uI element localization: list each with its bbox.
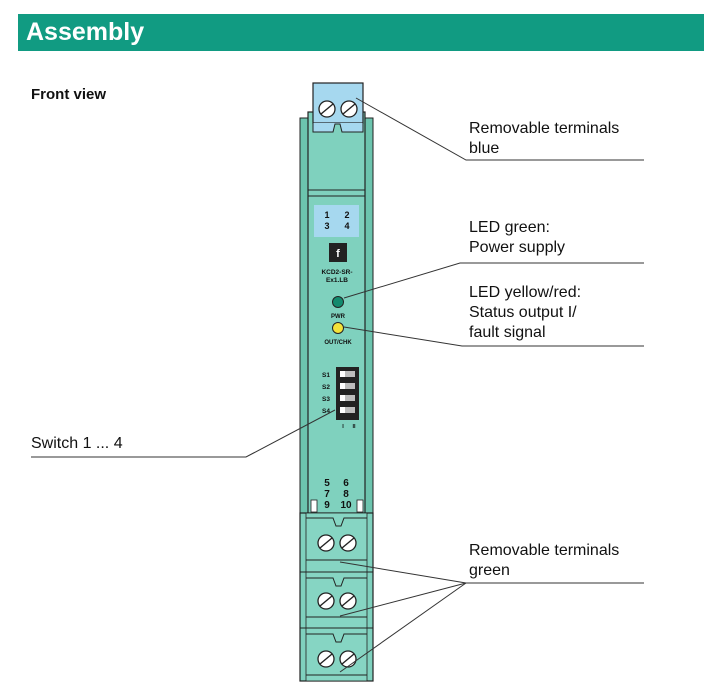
section-header: Assembly — [18, 14, 704, 51]
out-chk-label: OUT/CHK — [324, 340, 352, 346]
terminals-blue-label: Removable terminals blue — [469, 120, 620, 157]
terminal-number-plate — [314, 205, 359, 237]
screw-icon — [340, 100, 358, 118]
switch-label: Switch 1 ... 4 — [31, 435, 123, 452]
terminal-number: 4 — [344, 221, 349, 231]
model-name: Ex1.LB — [326, 277, 348, 284]
terminal-green-1 — [306, 517, 367, 561]
led-yellow-label: LED yellow/red: Status output I/ fault s… — [469, 284, 582, 341]
terminal-number: 6 — [343, 478, 349, 489]
pwr-label: PWR — [331, 314, 346, 320]
terminal-number: 9 — [324, 500, 330, 511]
switch-pos-i: I — [342, 424, 344, 430]
model-name: KCD2-SR- — [321, 269, 352, 276]
device-housing — [299, 111, 374, 682]
front-view-label: Front view — [31, 86, 107, 103]
screw-icon — [317, 534, 335, 552]
switch-label-s2: S2 — [322, 384, 330, 391]
screw-icon — [317, 650, 335, 668]
screw-icon — [339, 650, 357, 668]
terminal-number: 10 — [340, 500, 352, 511]
leader-lines — [31, 97, 644, 673]
switch-label-s3: S3 — [322, 396, 330, 403]
switch-pos-ii: II — [352, 424, 356, 430]
pepperl-fuchs-logo: f — [329, 243, 347, 262]
dip-switch-block — [336, 367, 359, 420]
terminal-blue-top — [312, 82, 364, 133]
led-green-icon — [332, 296, 344, 308]
screw-icon — [339, 592, 357, 610]
screw-icon — [318, 100, 336, 118]
svg-text:f: f — [336, 248, 340, 260]
terminal-number: 7 — [324, 489, 330, 500]
led-yellow-icon — [332, 322, 344, 334]
terminals-green-label: Removable terminals green — [469, 542, 620, 579]
terminal-number: 2 — [344, 210, 349, 220]
screw-icon — [339, 534, 357, 552]
terminal-number: 1 — [324, 210, 329, 220]
terminal-number: 3 — [324, 221, 329, 231]
terminal-number: 5 — [324, 478, 330, 489]
screw-icon — [317, 592, 335, 610]
led-green-label: LED green: Power supply — [469, 219, 566, 256]
header-title: Assembly — [26, 18, 145, 46]
switch-label-s4: S4 — [322, 408, 330, 415]
terminal-green-2 — [300, 571, 373, 618]
switch-label-s1: S1 — [322, 372, 330, 379]
terminal-number: 8 — [343, 489, 349, 500]
